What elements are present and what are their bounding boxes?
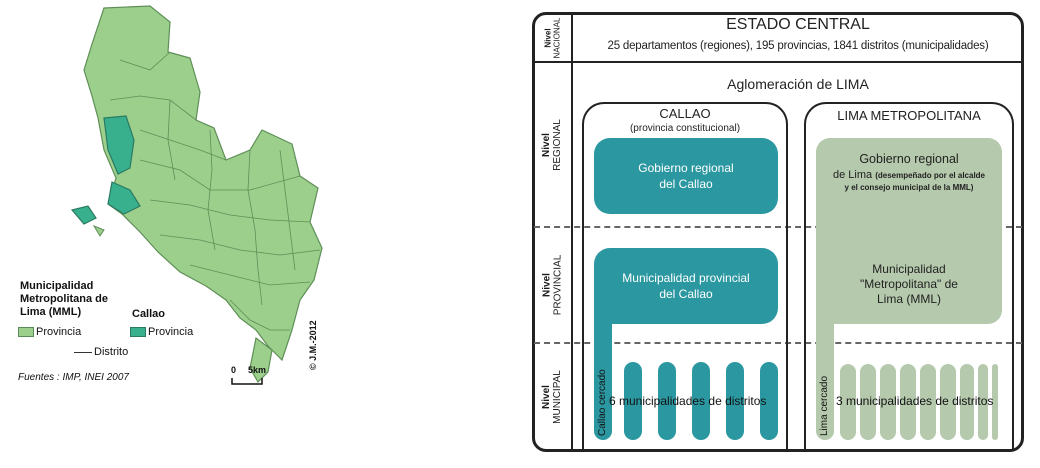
scale-zero: 0 — [231, 365, 237, 375]
scale-km: 5km — [248, 365, 267, 375]
gobierno-lima-line2: de Lima — [832, 169, 873, 181]
gobierno-lima-note1: (desempeñado por el alcalde — [875, 171, 985, 180]
lima-district-bar — [940, 364, 956, 440]
level-provincial-line2: PROVINCIAL — [552, 254, 564, 316]
lima-district-bar — [880, 364, 896, 440]
callao-district-bar — [760, 362, 778, 440]
muni-lima-line1: Municipalidad — [872, 262, 946, 276]
lima-title: LIMA METROPOLITANA — [837, 108, 981, 123]
gobierno-callao-line1: Gobierno regional — [638, 161, 734, 175]
callao-swatch — [130, 327, 146, 338]
lima-district-bar — [860, 364, 876, 440]
mml-swatch — [18, 327, 34, 338]
legend-mml-item: Provincia — [18, 326, 81, 338]
level-regional-line1: Nivel — [541, 132, 552, 157]
distrito-line-swatch — [74, 351, 92, 353]
muni-callao-line2: del Callao — [659, 287, 713, 301]
lima-district-bar — [960, 364, 974, 440]
muni-lima-text: Municipalidad "Metropolitana" de Lima (M… — [816, 262, 1002, 307]
lima-distritos-label: 3 municipalidades de distritos — [836, 394, 994, 408]
callao-district-bar — [726, 362, 744, 440]
callao-distritos-label: 6 municipalidades de distritos — [609, 394, 767, 408]
muni-callao-line1: Municipalidad provincial — [622, 271, 750, 285]
gobierno-lima-note2: y el consejo municipal de la MML) — [844, 183, 974, 192]
lima-district-bar — [978, 364, 988, 440]
callao-panel — [582, 102, 788, 450]
gobierno-lima-line2-row: de Lima (desempeñado por el alcalde — [816, 169, 1002, 182]
regional-separator — [534, 226, 1022, 228]
callao-district-bar — [658, 362, 676, 440]
lima-district-bar — [920, 364, 936, 440]
legend-mml-line1: Municipalidad — [20, 280, 94, 292]
level-nacional-line1: Nivel — [543, 27, 552, 48]
legend-callao-provincia: Provincia — [148, 326, 194, 338]
muni-lima-line2: "Metropolitana" de — [860, 277, 958, 291]
provincial-separator — [534, 342, 1022, 344]
map-island — [92, 224, 105, 237]
callao-cercado-label: Callao cercado — [597, 369, 608, 436]
lima-cercado-bar — [816, 300, 834, 440]
gobierno-regional-callao: Gobierno regional del Callao — [594, 138, 778, 214]
level-strip-divider — [571, 14, 573, 450]
estado-central-title: ESTADO CENTRAL — [726, 16, 870, 33]
callao-subtitle: (provincia constitucional) — [629, 123, 741, 134]
lima-metropolitana-block: Gobierno regional de Lima (desempeñado p… — [816, 138, 1002, 324]
map-copyright: © J.M.-2012 — [308, 320, 318, 370]
callao-district-bar — [692, 362, 710, 440]
governance-diagram — [532, 12, 1024, 452]
map-scale-bar — [231, 378, 263, 385]
level-municipal-line1: Nivel — [541, 385, 552, 409]
lima-cercado-label: Lima cercado — [819, 375, 830, 436]
lima-panel — [804, 102, 1014, 450]
lima-district-bar — [840, 364, 856, 440]
level-nacional-line2: NACIONAL — [552, 17, 561, 58]
legend-callao-title: Callao — [132, 308, 166, 320]
legend-mml-line3: Lima (MML) — [20, 306, 82, 318]
level-provincial-line1: Nivel — [541, 273, 553, 297]
nacional-separator — [534, 61, 1022, 63]
lima-district-bar — [992, 364, 998, 440]
legend-callao-item: Provincia — [130, 326, 193, 338]
callao-cercado-bar — [594, 300, 612, 440]
estado-central-detail: 25 departamentos (regiones), 195 provinc… — [607, 40, 989, 52]
lima-map — [70, 5, 323, 385]
lima-district-bar — [900, 364, 916, 440]
legend-distrito-item: Distrito — [74, 346, 128, 358]
callao-province-shape — [70, 115, 141, 225]
level-municipal-line2: MUNICIPAL — [552, 370, 563, 424]
callao-title: CALLAO — [659, 106, 711, 121]
legend-mml-provincia: Provincia — [36, 326, 82, 338]
level-regional-line2: REGIONAL — [552, 118, 563, 171]
municipalidad-provincial-callao: Municipalidad provincial del Callao — [594, 248, 778, 324]
district-lines — [109, 51, 321, 331]
muni-lima-line3: Lima (MML) — [876, 292, 941, 306]
aglomeracion-title: Aglomeración de LIMA — [727, 76, 869, 92]
gobierno-lima-line1: Gobierno regional — [859, 152, 959, 166]
legend-distrito: Distrito — [94, 346, 129, 358]
legend-fuentes: Fuentes : IMP, INEI 2007 — [18, 372, 129, 383]
legend-mml-line2: Metropolitana de — [20, 293, 109, 305]
callao-district-bar — [624, 362, 642, 440]
gobierno-callao-line2: del Callao — [659, 177, 713, 191]
legend-mml-title: Municipalidad Metropolitana de Lima (MML… — [20, 280, 108, 319]
